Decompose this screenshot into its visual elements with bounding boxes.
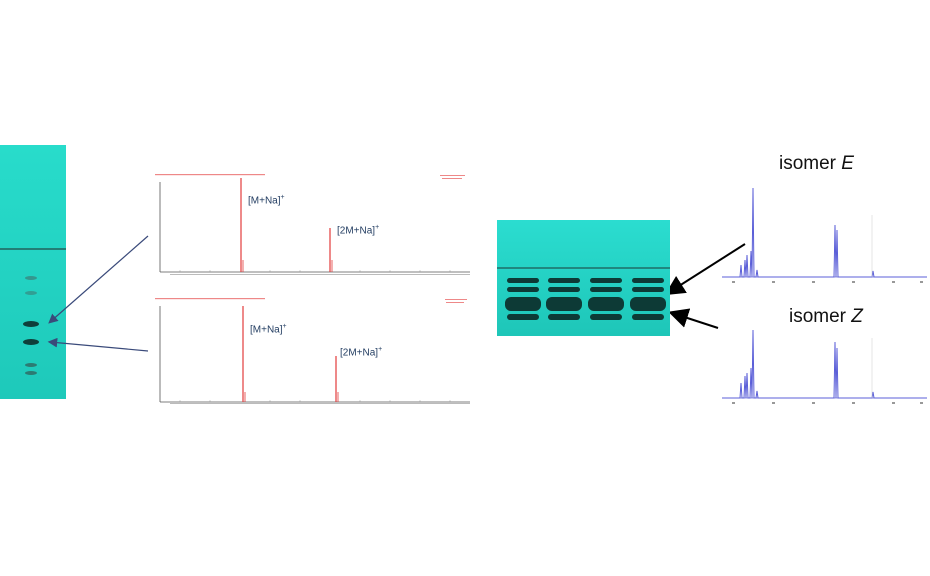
- tlc-band: [546, 297, 582, 311]
- tlc-band: [507, 314, 539, 320]
- ms-spectrum-upper-plot: [155, 174, 470, 275]
- ms-spectrum-upper: [M+Na]+ [2M+Na]+: [150, 172, 480, 282]
- tlc-plate-left: [0, 145, 66, 399]
- tlc-band: [507, 287, 539, 292]
- nmr-trace: [722, 329, 927, 399]
- tlc-left-bands: [0, 145, 66, 399]
- tlc-band: [25, 363, 37, 367]
- nmr-spectrum-z: [722, 328, 927, 408]
- ms-label-dimer-lower: [2M+Na]+: [340, 346, 383, 359]
- tlc-band: [25, 371, 37, 375]
- tlc-band: [632, 287, 664, 292]
- ms-label-monomer-upper: [M+Na]+: [248, 194, 285, 207]
- isomer-e-label: isomer E: [779, 153, 854, 174]
- tlc-band: [632, 278, 664, 283]
- tlc-band: [25, 291, 37, 295]
- tlc-band: [548, 278, 580, 283]
- tlc-band: [548, 314, 580, 320]
- ms-spectrum-lower: [M+Na]+ [2M+Na]+: [150, 296, 480, 406]
- tlc-band: [588, 297, 624, 311]
- arrow-to-lower-band: [47, 337, 149, 352]
- tlc-band: [548, 287, 580, 292]
- ms-label-monomer-lower: [M+Na]+: [250, 323, 287, 336]
- tlc-band: [632, 314, 664, 320]
- ms-spectrum-lower-plot: [155, 298, 470, 404]
- tlc-band: [630, 297, 666, 311]
- tlc-band: [507, 278, 539, 283]
- isomer-z-label: isomer Z: [789, 306, 863, 327]
- tlc-plate-right: [497, 220, 670, 336]
- ms-label-dimer-upper: [2M+Na]+: [337, 224, 380, 237]
- tlc-band: [25, 276, 37, 280]
- arrow-to-upper-band: [48, 235, 149, 324]
- tlc-band: [505, 297, 541, 311]
- tlc-band: [590, 278, 622, 283]
- tlc-band: [23, 339, 39, 345]
- nmr-spectrum-z-plot: [722, 329, 927, 404]
- tlc-band: [23, 321, 39, 327]
- arrow-from-nmr-e: [664, 243, 746, 296]
- nmr-spectrum-e: [722, 185, 927, 290]
- arrow-from-nmr-z: [668, 308, 719, 329]
- tlc-band: [590, 314, 622, 320]
- tlc-band: [590, 287, 622, 292]
- nmr-trace: [722, 187, 927, 278]
- nmr-spectrum-e-plot: [722, 187, 927, 283]
- tlc-right-bands: [497, 220, 670, 336]
